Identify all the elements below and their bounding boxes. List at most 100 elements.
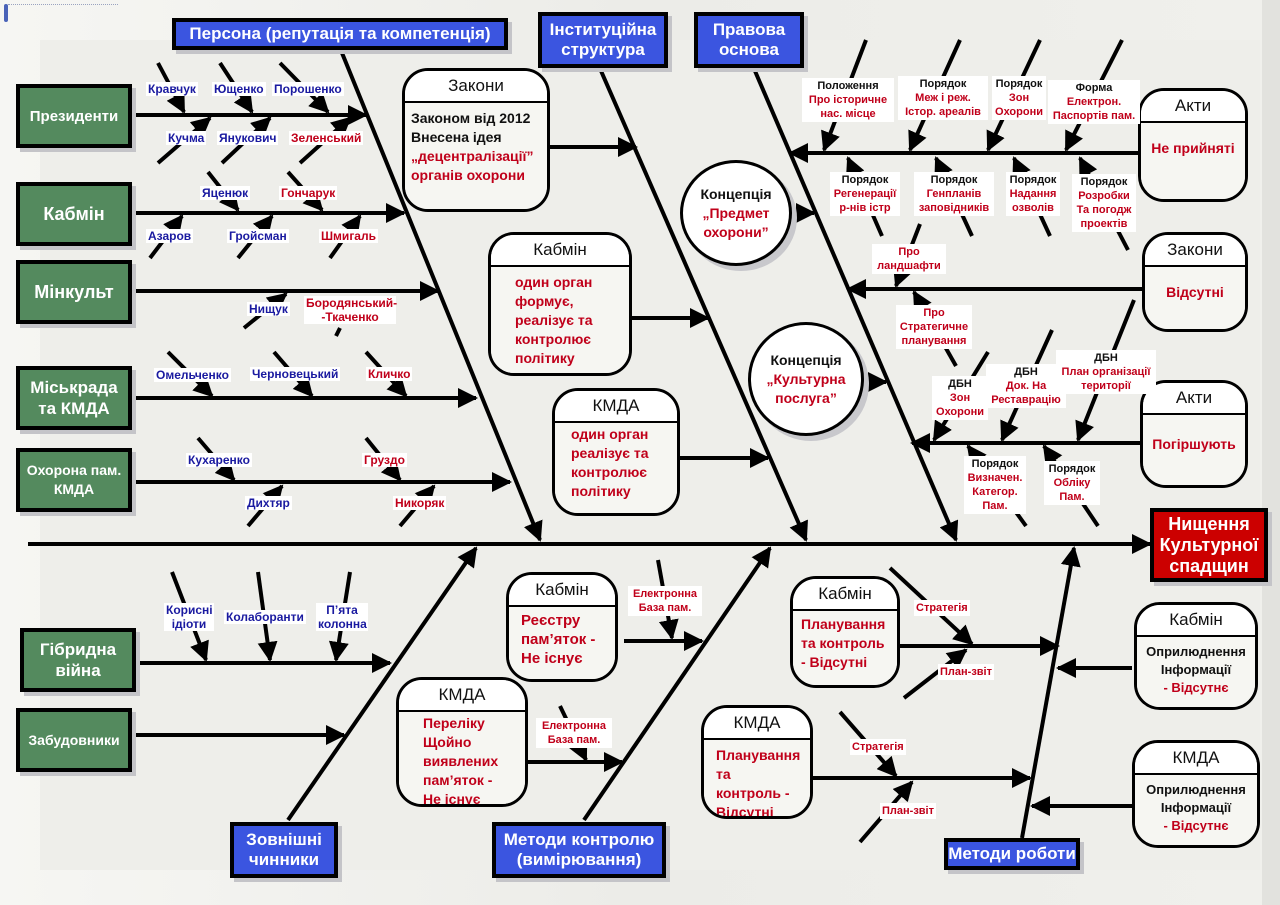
name-label: Порошенко xyxy=(272,82,344,96)
box-header: Закони xyxy=(1145,235,1245,267)
legal-label: Порядок Генпланів заповідників xyxy=(914,172,994,216)
box-body: Не прийняті xyxy=(1141,123,1245,199)
name-label: Шмигаль xyxy=(319,229,378,243)
legal-label: Форма Електрон. Паспортів пам. xyxy=(1048,80,1140,124)
box-header: Кабмін xyxy=(1137,605,1255,637)
bone-external xyxy=(286,546,478,822)
box-header: Кабмін xyxy=(793,579,897,611)
name-label: Черновецький xyxy=(250,367,341,381)
box-body: один орган реалізує та контролює політик… xyxy=(555,423,677,513)
bone-control xyxy=(582,546,772,822)
legal-label-body: Про ландшафти xyxy=(877,246,941,272)
name-label: Гройсман xyxy=(227,229,289,243)
name-label: Колаборанти xyxy=(224,610,306,624)
source-city-council-label: Міськрада та КМДА xyxy=(30,378,118,418)
legal-label-body: Розробки Та погодж проектів xyxy=(1076,190,1132,230)
box-line: Інформації xyxy=(1160,800,1232,815)
right-strip xyxy=(1262,0,1280,905)
name-label: Омельченко xyxy=(154,368,231,382)
control-label: План-звіт xyxy=(880,803,936,819)
legal-label-body: Зон Охорони xyxy=(995,92,1043,118)
box-body: Реєстру пам’яток - Не існує xyxy=(509,607,615,679)
dotted-rule xyxy=(8,4,118,7)
category-external-label: Зовнішні чинники xyxy=(246,830,322,869)
legal-label-head: Форма xyxy=(1075,82,1113,94)
box-line: Оприлюднення xyxy=(1146,782,1246,797)
category-legal-label: Правова основа xyxy=(712,20,786,59)
legal-label-head: Порядок xyxy=(841,174,889,186)
legal-label-head: Порядок xyxy=(971,458,1019,470)
name-label: Корисні ідіоти xyxy=(164,603,214,631)
source-hybrid-war-label: Гібридна війна xyxy=(39,640,117,680)
source-cabinet: Кабмін xyxy=(16,182,132,246)
name-label: Кличко xyxy=(366,367,413,381)
legal-label: Порядок Регенерації р-нів істр xyxy=(830,172,900,216)
box-line: Оприлюднення xyxy=(1146,644,1246,659)
legal-label-head: ДБН xyxy=(948,378,972,390)
category-institutional-label: Інституційна структура xyxy=(549,20,657,59)
category-persona-label: Персона (репутація та компетенція) xyxy=(189,24,491,43)
category-work-methods: Методи роботи xyxy=(944,838,1080,870)
control-label: Стратегія xyxy=(850,739,906,755)
name-label: Кухаренко xyxy=(186,453,252,467)
legal-label-body: Меж і реж. Істор. ареалів xyxy=(905,92,981,118)
category-institutional: Інституційна структура xyxy=(538,12,668,68)
legal-label-head: Порядок xyxy=(1009,174,1057,186)
box-body: Планування та контроль - Відсутні xyxy=(704,740,810,816)
source-cabinet-label: Кабмін xyxy=(43,203,105,224)
name-label: Нищук xyxy=(247,302,290,316)
name-label: Дихтяр xyxy=(245,496,292,510)
legal-label: ДБН План організації території xyxy=(1056,350,1156,394)
box-cabinet-planning: Кабмін Планування та контроль - Відсутні xyxy=(790,576,900,688)
name-label: Янукович xyxy=(217,131,279,145)
legal-label: ДБН Зон Охорони xyxy=(932,376,988,420)
effect-box: Нищення Культурної спадщин xyxy=(1150,508,1268,582)
legal-label-body: Про Стратегичне планування xyxy=(899,307,969,347)
name-label: Яценюк xyxy=(200,186,251,200)
box-header: КМДА xyxy=(555,391,677,423)
source-presidents-label: Президенти xyxy=(29,107,119,125)
control-label: План-звіт xyxy=(938,664,994,680)
effect-label: Нищення Культурної спадщин xyxy=(1159,513,1259,576)
name-label: Груздо xyxy=(362,453,407,467)
box-acts-not-adopted: Акти Не прийняті xyxy=(1138,88,1248,202)
concept-value: „Предмет охорони” xyxy=(702,204,770,240)
control-label: Електронна База пам. xyxy=(628,586,702,616)
legal-label-head: Положення xyxy=(817,80,879,92)
box-kmda-info: КМДА Оприлюднення Інформації - Відсутнє xyxy=(1132,740,1260,848)
name-label: Никоряк xyxy=(393,496,447,510)
legal-label-body: Обліку Пам. xyxy=(1053,477,1091,503)
box-line: - Відсутнє xyxy=(1163,680,1229,695)
box-laws-absent: Закони Відсутні xyxy=(1142,232,1248,332)
legal-label-head: Порядок xyxy=(995,78,1043,90)
box-header: Акти xyxy=(1143,383,1245,415)
box-kmda-planning: КМДА Планування та контроль - Відсутні xyxy=(701,705,813,819)
bone-persona xyxy=(338,47,543,542)
name-label: Азаров xyxy=(146,229,194,243)
box-body: Переліку Щойно виявлених пам’яток - Не і… xyxy=(399,712,525,804)
box-header: Кабмін xyxy=(491,235,629,267)
legal-label: Порядок Визначен. Категор. Пам. xyxy=(964,456,1026,514)
box-cabinet-info: Кабмін Оприлюднення Інформації - Відсутн… xyxy=(1134,602,1258,710)
box-header: Кабмін xyxy=(509,575,615,607)
category-control-methods: Методи контролю (вимірювання) xyxy=(492,822,666,878)
name-label: Кучма xyxy=(166,131,207,145)
box-line: „децентралізації” xyxy=(411,148,534,164)
legal-label-body: Док. На Реставрацію xyxy=(991,380,1061,406)
bone-work xyxy=(1020,546,1081,839)
box-body: один орган формує, реалізує та контролює… xyxy=(491,267,629,373)
source-hybrid-war: Гібридна війна xyxy=(20,628,136,692)
legal-label: Про Стратегичне планування xyxy=(896,305,972,349)
legal-label-head: Порядок xyxy=(919,78,967,90)
box-line: Внесена ідея xyxy=(411,129,502,145)
box-header: КМДА xyxy=(399,680,525,712)
legal-label-body: Про історичне нас. місце xyxy=(808,94,888,120)
concept-title: Концепція xyxy=(770,351,842,368)
box-kmda-policy: КМДА один орган реалізує та контролює по… xyxy=(552,388,680,516)
legal-label: Порядок Меж і реж. Істор. ареалів xyxy=(898,76,988,120)
box-line: Інформації xyxy=(1160,662,1232,677)
category-control-methods-label: Методи контролю (вимірювання) xyxy=(503,830,655,869)
concept-title: Концепція xyxy=(700,185,772,202)
legal-label: Порядок Обліку Пам. xyxy=(1044,461,1100,505)
legal-label-body: Зон Охорони xyxy=(936,392,984,418)
